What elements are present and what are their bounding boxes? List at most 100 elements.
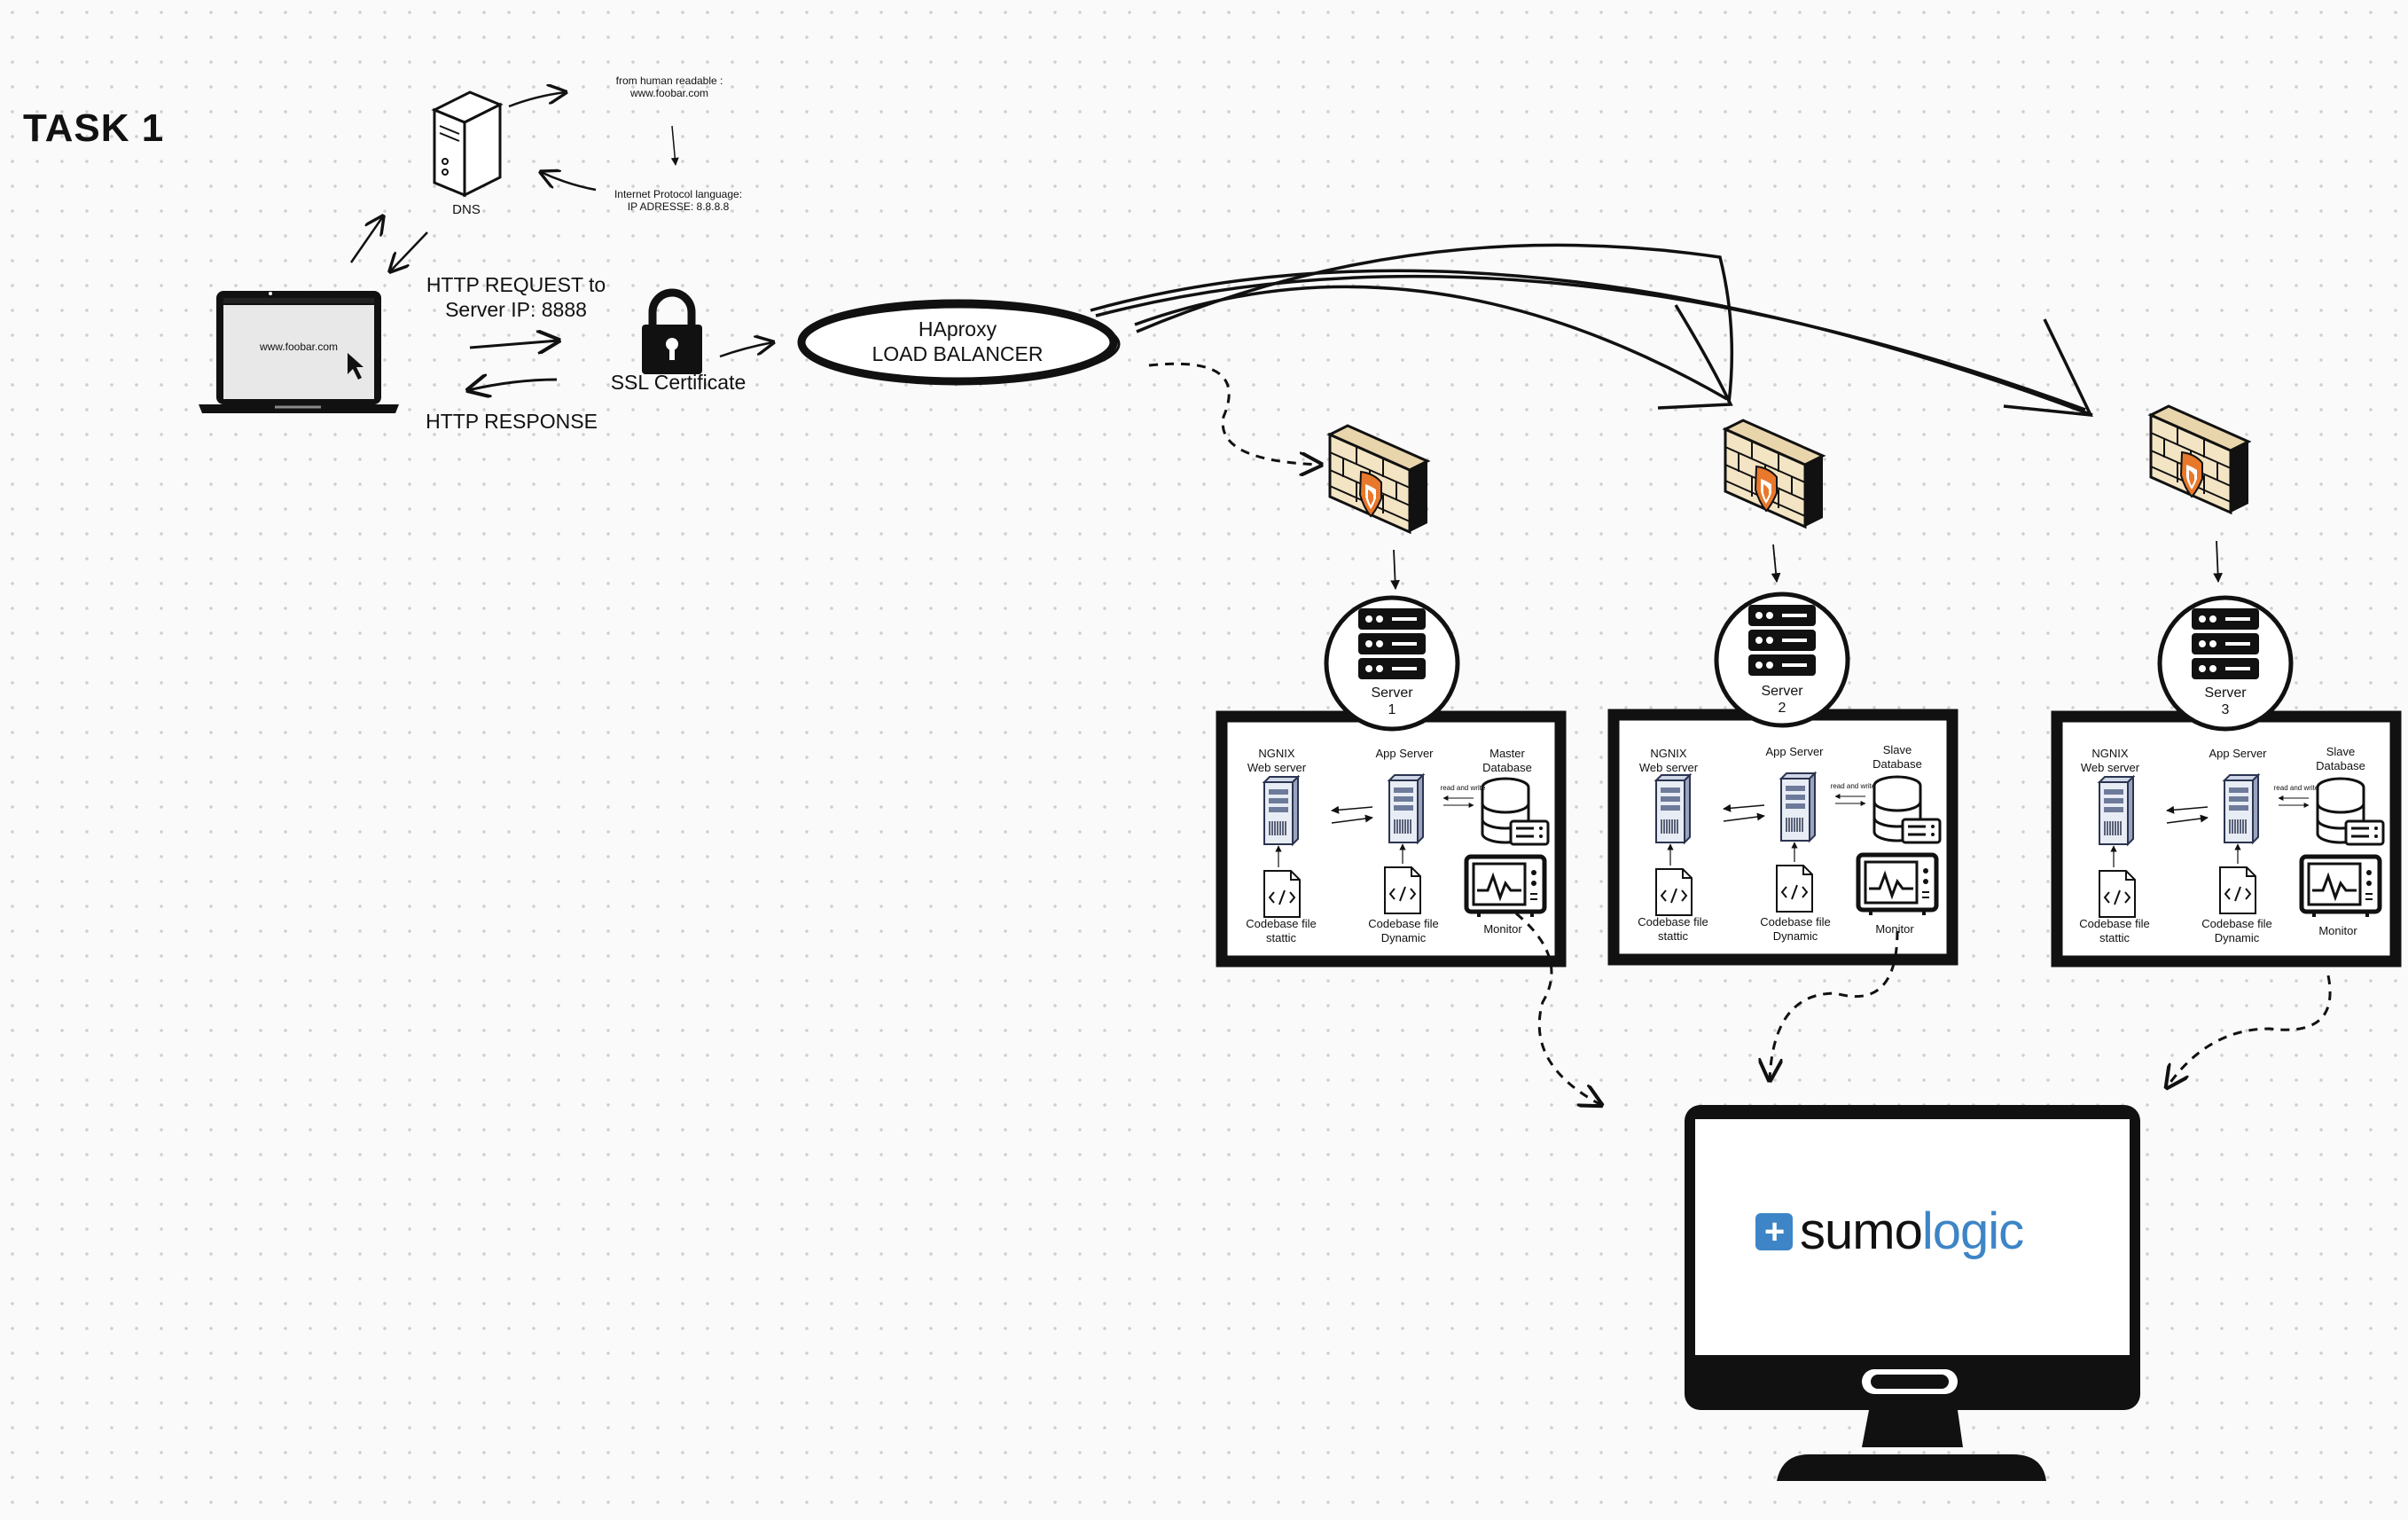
load-balancer-line2: LOAD BALANCER xyxy=(872,341,1044,365)
static-code-label-line2: stattic xyxy=(1658,928,1688,943)
dns-label: DNS xyxy=(452,202,481,217)
web-server-label-line2: Web server xyxy=(1638,760,1699,774)
lock-icon xyxy=(642,288,702,374)
fw1-arrow xyxy=(1390,549,1400,591)
app-server-label: App Server xyxy=(1765,745,1824,758)
lb-to-server2-arrow xyxy=(1134,243,1734,410)
ssl-to-lb-arrow xyxy=(719,342,773,358)
database-label-line2: Database xyxy=(1872,756,1922,771)
server-name: Server xyxy=(1371,686,1413,701)
dynamic-code-label-line1: Codebase file xyxy=(1368,917,1439,930)
static-code-label-line1: Codebase file xyxy=(1246,917,1317,930)
static-code-label-line2: stattic xyxy=(1266,930,1296,944)
http-response-label: HTTP RESPONSE xyxy=(426,410,598,433)
server-rack-icon xyxy=(1748,605,1816,676)
firewall-2-icon xyxy=(1724,419,1825,529)
app-server-label: App Server xyxy=(2209,747,2267,760)
database-label-line2: Database xyxy=(2316,758,2365,772)
monitoring-display xyxy=(1685,1105,2140,1481)
dynamic-code-label-line1: Codebase file xyxy=(1760,915,1831,928)
lb-to-server3-arrow xyxy=(1090,269,2093,418)
dns-server-icon xyxy=(431,90,504,198)
fw3-arrow xyxy=(2213,540,2223,584)
web-server-label-line2: Web server xyxy=(1247,760,1307,774)
read-write-label: read and write xyxy=(2273,784,2319,792)
app-server-label: App Server xyxy=(1375,747,1434,760)
dns-note-top-line1: from human readable : xyxy=(615,74,723,87)
brand-part-b: logic xyxy=(1921,1203,2024,1260)
dns-arrow-in xyxy=(541,172,597,192)
server3-to-monitor-arrow xyxy=(2167,975,2332,1087)
load-balancer-label: HAproxy LOAD BALANCER xyxy=(851,317,1064,366)
ssl-label: SSL Certificate xyxy=(610,371,747,394)
database-label-line2: Database xyxy=(1482,760,1532,774)
sumologic-logo: + sumologic xyxy=(1755,1202,2024,1261)
read-write-label: read and write xyxy=(1440,784,1486,792)
load-balancer-ellipse xyxy=(797,299,1121,386)
web-server-label-line2: Web server xyxy=(2080,760,2140,774)
lb-to-firewall1-arrow xyxy=(1148,362,1321,465)
dns-note-bottom: Internet Protocol language: IP ADRESSE: … xyxy=(603,188,754,214)
firewall-1-icon xyxy=(1328,424,1429,534)
server-rack-icon xyxy=(2192,608,2259,679)
web-server-label-line1: NGNIX xyxy=(1258,747,1295,760)
monitor-label: Monitor xyxy=(1875,922,1914,936)
server-1-label: Server 1 xyxy=(1348,685,1436,718)
database-label-line1: Slave xyxy=(2326,745,2356,758)
dns-note-top: from human readable : www.foobar.com xyxy=(603,74,736,100)
monitor-label: Monitor xyxy=(1483,922,1522,936)
plus-icon: + xyxy=(1755,1212,1793,1250)
server-number: 3 xyxy=(2221,702,2230,718)
sumologic-wordmark: sumologic xyxy=(1800,1202,2024,1261)
http-request-arrow xyxy=(469,341,559,348)
fw2-arrow xyxy=(1771,544,1781,584)
dns-note-bottom-line2: IP ADRESSE: 8.8.8.8 xyxy=(627,200,730,214)
web-server-label-line1: NGNIX xyxy=(1650,747,1687,760)
database-label-line1: Master xyxy=(1489,747,1525,760)
monitor-label: Monitor xyxy=(2318,924,2357,937)
web-server-label-line1: NGNIX xyxy=(2091,747,2129,760)
server-1-badge xyxy=(1324,595,1460,732)
static-code-label-line1: Codebase file xyxy=(1638,915,1708,928)
dynamic-code-label-line2: Dynamic xyxy=(1380,930,1427,944)
server-2-label: Server 2 xyxy=(1738,683,1826,717)
brand-part-a: sumo xyxy=(1800,1203,1923,1260)
static-code-label-line1: Codebase file xyxy=(2079,917,2150,930)
dns-note-bottom-line1: Internet Protocol language: xyxy=(614,188,743,200)
database-label-line1: Slave xyxy=(1882,743,1912,756)
http-request-label: HTTP REQUEST to Server IP: 8888 xyxy=(417,273,615,322)
laptop-to-dns-arrow xyxy=(349,216,383,263)
static-code-label-line2: stattic xyxy=(2099,930,2130,944)
server-rack-icon xyxy=(1358,608,1426,679)
server-number: 1 xyxy=(1388,702,1396,718)
laptop-url: www.foobar.com xyxy=(259,341,339,353)
page-title: TASK 1 xyxy=(23,106,165,150)
firewall-3-icon xyxy=(2149,404,2250,514)
dns-to-laptop-arrow xyxy=(390,231,428,271)
dynamic-code-label-line1: Codebase file xyxy=(2201,917,2272,930)
dns-note-arrow xyxy=(670,125,679,166)
server-name: Server xyxy=(1761,684,1803,699)
server-name: Server xyxy=(2204,686,2247,701)
read-write-label: read and write xyxy=(1830,782,1876,790)
server-2-badge xyxy=(1714,592,1850,728)
dns-arrow-out xyxy=(508,92,566,108)
http-request-line1: HTTP REQUEST to xyxy=(426,273,606,296)
server-3-label: Server 3 xyxy=(2181,685,2270,718)
dynamic-code-label-line2: Dynamic xyxy=(1772,928,1818,943)
http-request-line2: Server IP: 8888 xyxy=(445,297,587,321)
dns-note-top-line2: www.foobar.com xyxy=(629,87,709,100)
